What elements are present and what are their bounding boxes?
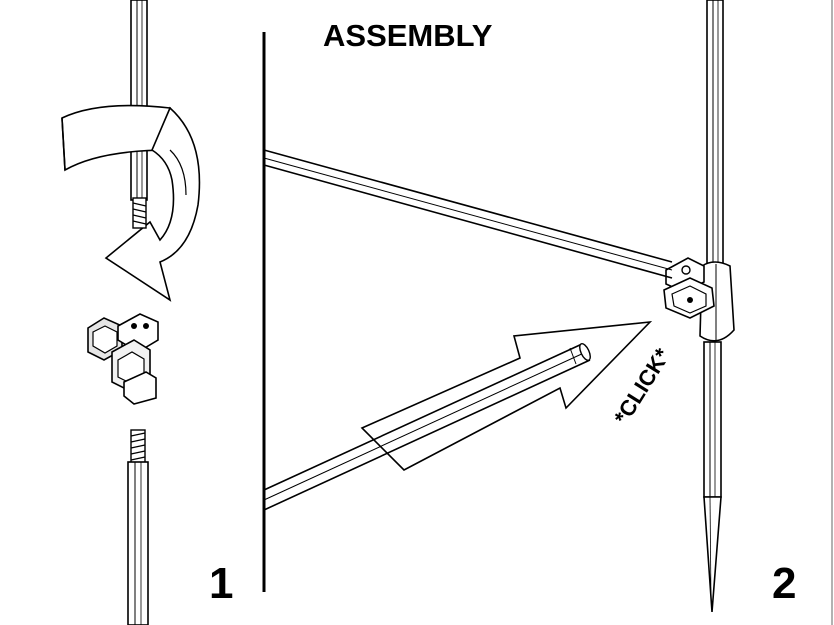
step-1-panel: 1 [61, 0, 233, 625]
twist-arrow-icon [61, 104, 201, 302]
upper-rod [263, 149, 673, 279]
step-1-number: 1 [209, 559, 233, 608]
step-2-panel: ASSEMBLY [263, 0, 796, 613]
vertical-pole [703, 0, 724, 613]
page-title: ASSEMBLY [323, 18, 493, 53]
lower-pole-thread [130, 429, 146, 465]
mounted-connector [663, 257, 735, 342]
upper-pole-thread [132, 197, 147, 229]
click-annotation: *CLICK* [609, 344, 675, 429]
step-2-number: 2 [772, 559, 796, 608]
three-way-connector-icon [87, 313, 159, 405]
upper-pole [130, 0, 148, 201]
lower-rod [263, 342, 591, 511]
lower-pole [127, 461, 149, 625]
push-arrow-icon [360, 320, 653, 471]
